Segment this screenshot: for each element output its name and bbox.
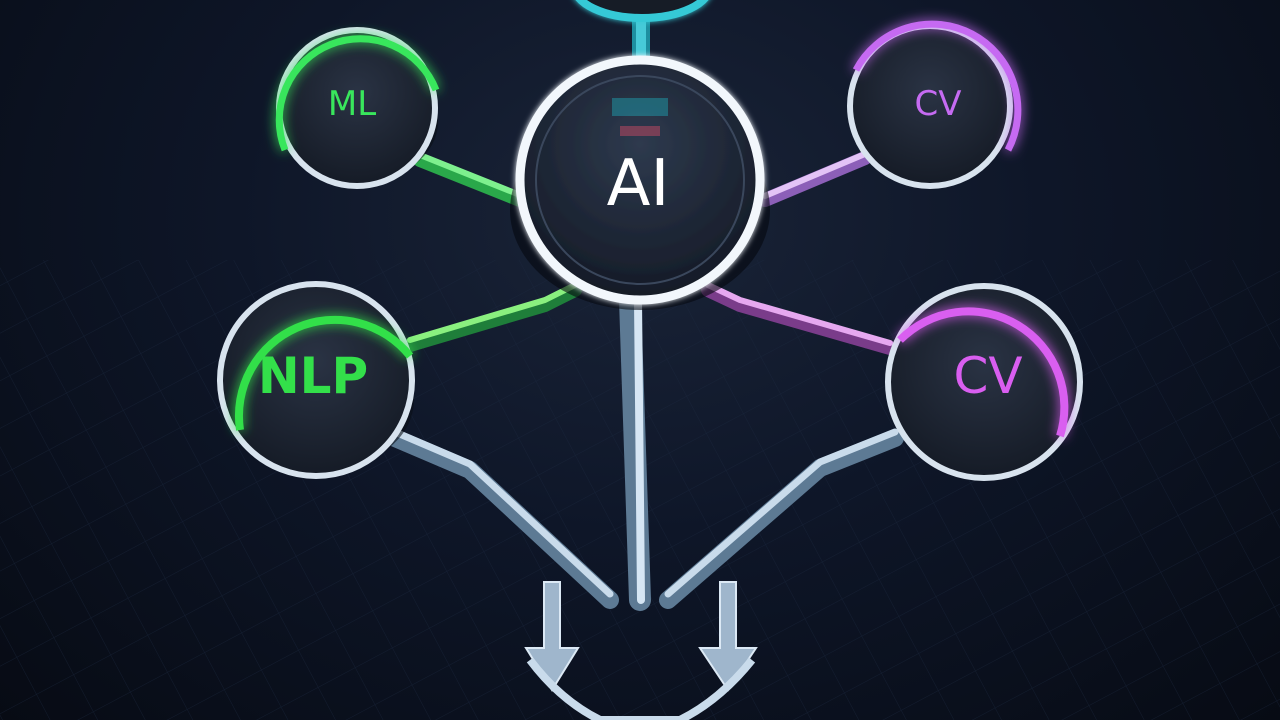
top-node-partial — [575, 0, 709, 74]
cv-bottom-label: CV — [953, 347, 1022, 405]
connectors-upper — [413, 151, 872, 207]
ml-label: ML — [328, 84, 376, 124]
nlp-disc — [217, 281, 415, 479]
top-node-ring — [575, 0, 709, 22]
funnel-right — [659, 429, 904, 609]
cv-top-ring-accent — [852, 20, 1022, 152]
output-arrows — [524, 581, 758, 720]
connector-nlp — [403, 283, 582, 352]
node-ml[interactable]: ML — [275, 27, 440, 189]
funnel-left — [386, 429, 619, 609]
cv-top-label: CV — [915, 84, 962, 124]
node-nlp[interactable]: NLP — [217, 281, 415, 479]
node-cv-bottom[interactable]: CV — [885, 283, 1083, 481]
ai-inner-glow — [620, 126, 660, 136]
connector-ml — [413, 153, 527, 207]
node-ai-center[interactable]: AI — [510, 55, 770, 310]
ai-label: AI — [607, 147, 670, 221]
nlp-ring-accent — [234, 315, 414, 431]
nlp-label: NLP — [258, 347, 368, 405]
ml-ring-accent — [275, 35, 440, 152]
ai-top-glow — [612, 98, 668, 116]
connector-cv-bottom — [701, 283, 897, 355]
node-cv-top[interactable]: CV — [847, 20, 1022, 189]
funnel-connectors — [386, 289, 904, 611]
connectors-lower — [403, 282, 897, 355]
arrow-left — [524, 581, 580, 692]
output-bowl — [526, 657, 756, 720]
ai-disc — [515, 55, 765, 305]
connector-cv-top — [758, 151, 872, 207]
cv-bottom-ring-accent — [897, 307, 1069, 438]
